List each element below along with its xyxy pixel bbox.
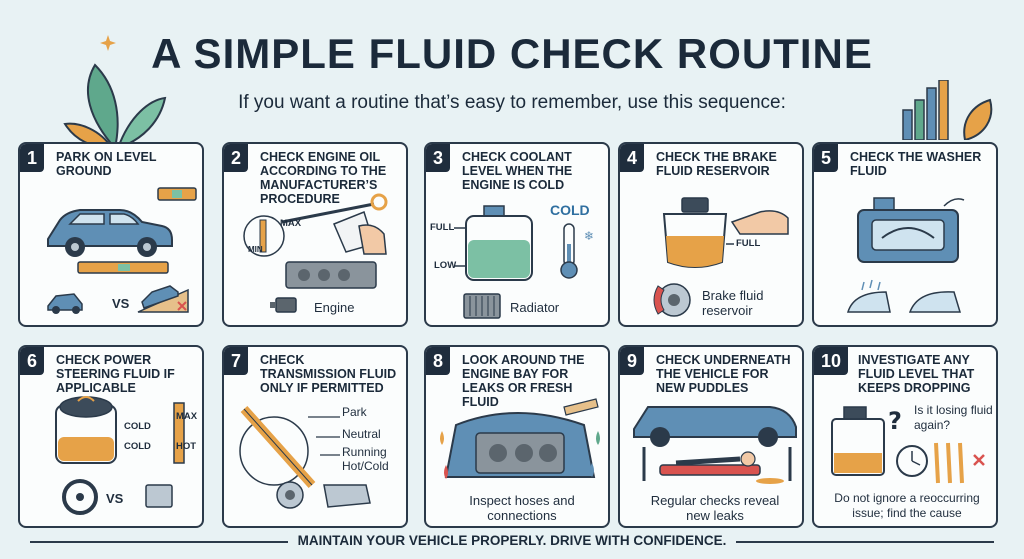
dipstick-illustration [243, 193, 388, 313]
max-mark-label: MAX [176, 411, 198, 422]
step-number: 7 [224, 347, 249, 375]
bar-chart-decoration [902, 80, 993, 140]
vs-label: VS [112, 296, 130, 311]
svg-text:❄: ❄ [584, 229, 594, 243]
step-number: 4 [620, 144, 645, 172]
losing-fluid-question: Is it losing fluid again? [914, 403, 993, 432]
cold-mark-label: COLD [124, 421, 151, 432]
coolant-tank-illustration: ❄ [454, 205, 594, 319]
hot-cold-label: Hot/Cold [342, 459, 389, 473]
dropping-fluid-illustration: ? [831, 406, 985, 484]
step-number: 2 [224, 144, 249, 172]
cold-label: COLD [550, 202, 590, 218]
low-mark-label: LOW [434, 260, 457, 271]
step-number: 1 [20, 144, 45, 172]
step-card-4: 4 CHECK THE BRAKE FLUID RESERVOIR FULL B… [618, 142, 804, 327]
step-heading: LOOK AROUND THE ENGINE BAY FOR LEAKS OR … [462, 353, 585, 409]
max-mark-label: MAX [280, 218, 302, 229]
running-label: Running [342, 445, 387, 459]
step-heading: PARK ON LEVEL GROUND [56, 150, 157, 178]
step-caption: Brake fluid reservoir [702, 288, 764, 318]
step-heading: CHECK THE BRAKE FLUID RESERVOIR [656, 150, 777, 178]
step-caption: Radiator [510, 300, 560, 315]
engine-bay-illustration [440, 398, 600, 479]
svg-text:?: ? [888, 407, 902, 435]
step-card-3: 3 CHECK COOLANT LEVEL WHEN THE ENGINE IS… [424, 142, 610, 327]
step-heading: CHECK THE WASHER FLUID [850, 150, 982, 178]
step-caption: Inspect hoses and connections [469, 493, 575, 523]
cold-mark-label-2: COLD [124, 441, 151, 452]
step-heading: INVESTIGATE ANY FLUID LEVEL THAT KEEPS D… [858, 353, 975, 395]
step-number: 3 [426, 144, 451, 172]
step-card-7: 7 CHECK TRANSMISSION FLUID ONLY IF PERMI… [222, 345, 408, 528]
step-caption: Engine [314, 300, 355, 315]
page-title: A SIMPLE FLUID CHECK ROUTINE [151, 30, 873, 77]
transmission-dipstick-illustration [239, 405, 371, 509]
step-heading: CHECK ENGINE OIL ACCORDING TO THE MANUFA… [260, 150, 387, 206]
hot-mark-label: HOT [176, 441, 197, 452]
step-heading: CHECK TRANSMISSION FLUID ONLY IF PERMITT… [260, 353, 397, 395]
step-card-2: 2 CHECK ENGINE OIL ACCORDING TO THE MANU… [222, 142, 408, 327]
step-card-8: 8 LOOK AROUND THE ENGINE BAY FOR LEAKS O… [424, 345, 610, 528]
level-car-illustration [47, 187, 197, 314]
full-mark-label: FULL [736, 238, 761, 249]
step-card-5: 5 CHECK THE WASHER FLUID [812, 142, 998, 327]
washer-fluid-illustration [846, 197, 965, 313]
step-number: 5 [814, 144, 839, 172]
brake-reservoir-illustration [653, 197, 789, 317]
footer-tagline: MAINTAIN YOUR VEHICLE PROPERLY. DRIVE WI… [0, 533, 1024, 548]
under-vehicle-illustration [633, 406, 797, 484]
step-number: 8 [426, 347, 451, 375]
vs-label: VS [106, 491, 124, 506]
step-heading: CHECK POWER STEERING FLUID IF APPLICABLE [56, 353, 175, 395]
min-mark-label: MIN [248, 245, 263, 254]
sparkle-icon [100, 35, 116, 51]
park-label: Park [342, 405, 367, 419]
leaf-decoration-left [63, 63, 167, 150]
page-subtitle: If you want a routine that’s easy to rem… [238, 92, 786, 113]
footer-rule-left [30, 541, 300, 543]
full-mark-label: FULL [430, 222, 455, 233]
step-number: 10 [814, 347, 849, 375]
step-caption: Regular checks reveal new leaks [650, 493, 780, 523]
step-card-10: 10 INVESTIGATE ANY FLUID LEVEL THAT KEEP… [812, 345, 998, 528]
step-card-9: 9 CHECK UNDERNEATH THE VEHICLE FOR NEW P… [618, 345, 804, 528]
neutral-label: Neutral [342, 427, 381, 441]
step-card-1: 1 PARK ON LEVEL GROUND VS [18, 142, 204, 327]
footer-rule-right [724, 541, 994, 543]
step-heading: CHECK UNDERNEATH THE VEHICLE FOR NEW PUD… [656, 353, 791, 395]
footer-text: MAINTAIN YOUR VEHICLE PROPERLY. DRIVE WI… [287, 533, 737, 548]
step-heading: CHECK COOLANT LEVEL WHEN THE ENGINE IS C… [462, 150, 573, 192]
step-number: 6 [20, 347, 45, 375]
step-number: 9 [620, 347, 645, 375]
step-card-6: 6 CHECK POWER STEERING FLUID IF APPLICAB… [18, 345, 204, 528]
power-steering-illustration [55, 396, 185, 515]
step-caption: Do not ignore a reoccurring issue; find … [834, 491, 980, 520]
